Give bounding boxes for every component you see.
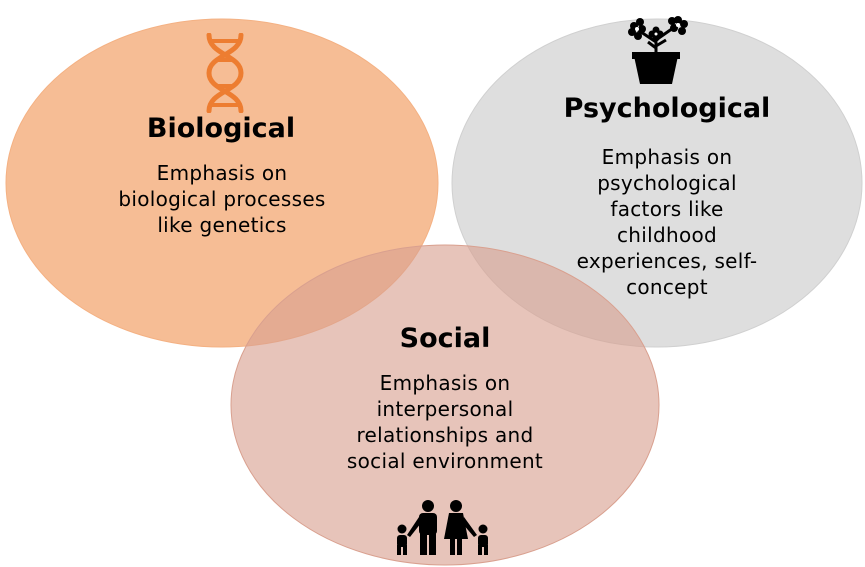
social-title: Social [399,323,491,354]
social-circle [230,244,660,566]
psychological-desc-line: childhood [616,223,718,247]
family-icon [397,500,488,555]
psychological-circle [451,18,863,348]
psychological-desc-line: concept [626,275,708,299]
flower-pot-icon [628,16,688,84]
social-desc-line: relationships and [356,423,534,447]
social-desc-line: Emphasis on [379,371,511,395]
psychological-description: Emphasis on psychological factors like c… [537,144,797,300]
social-description: Emphasis on interpersonal relationships … [305,370,585,474]
biological-title: Biological [146,113,296,144]
biological-desc-line: Emphasis on [156,161,288,185]
biological-desc-line: biological processes [118,187,326,211]
biological-description: Emphasis on biological processes like ge… [62,160,382,238]
biological-desc-line: like genetics [157,213,287,237]
social-desc-line: interpersonal [376,397,514,421]
social-desc-line: social environment [346,449,544,473]
biological-circle [5,18,439,348]
psychological-desc-line: experiences, self- [576,249,758,273]
psychological-title: Psychological [563,93,771,124]
psychological-desc-line: factors like [610,197,724,221]
dna-icon [206,33,244,113]
psychological-desc-line: Emphasis on [601,145,733,169]
psychological-desc-line: psychological [597,171,737,195]
